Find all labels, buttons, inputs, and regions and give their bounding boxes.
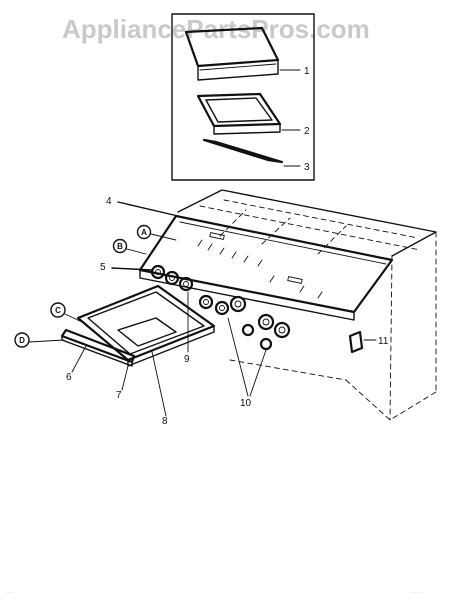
- leader-b: [126, 248, 147, 255]
- control-panel: [138, 214, 394, 321]
- leader-a: [150, 233, 177, 241]
- leader-d: [28, 339, 65, 343]
- leader-7: [121, 365, 129, 391]
- footer-mark-left: · · ·: [6, 590, 12, 595]
- label-part-8: 8: [162, 416, 168, 427]
- callout-c: C: [55, 306, 61, 315]
- label-part-6: 6: [66, 372, 72, 383]
- control-knobs: [150, 264, 291, 351]
- leader-10a: [227, 317, 249, 397]
- leader-5: [111, 267, 153, 271]
- part-8-tray: [76, 284, 216, 367]
- label-part-2: 2: [304, 126, 310, 137]
- callout-b: B: [117, 242, 123, 251]
- range-body: [177, 189, 437, 421]
- part-3-strip: [202, 138, 284, 164]
- callout-d: D: [19, 336, 25, 345]
- label-part-4: 4: [106, 196, 112, 207]
- leader-6: [71, 345, 87, 373]
- label-part-10: 10: [240, 398, 252, 409]
- label-part-11: 11: [378, 336, 389, 347]
- panel-markings: [197, 232, 323, 299]
- footer-mark-right: · · · ·: [412, 590, 421, 595]
- leader-c: [64, 313, 83, 323]
- part-2-frame: [196, 92, 282, 135]
- callout-b-circle: [112, 238, 128, 254]
- label-part-7: 7: [116, 390, 122, 401]
- inset-frame: [171, 13, 315, 181]
- watermark: AppliancePartsPros.com: [62, 14, 370, 44]
- leader-8: [151, 351, 167, 417]
- part-11-clip: [348, 330, 364, 354]
- leader-4: [117, 201, 179, 217]
- label-part-3: 3: [304, 162, 310, 173]
- leader-10b: [249, 349, 267, 397]
- callout-d-circle: [14, 332, 30, 348]
- callout-c-circle: [50, 302, 66, 318]
- label-part-9: 9: [184, 354, 190, 365]
- part-6-handle: [60, 328, 136, 367]
- part-1-panel: [184, 26, 280, 81]
- callout-a: A: [141, 228, 147, 237]
- label-part-1: 1: [304, 66, 310, 77]
- label-part-5: 5: [100, 262, 106, 273]
- callout-a-circle: [136, 224, 152, 240]
